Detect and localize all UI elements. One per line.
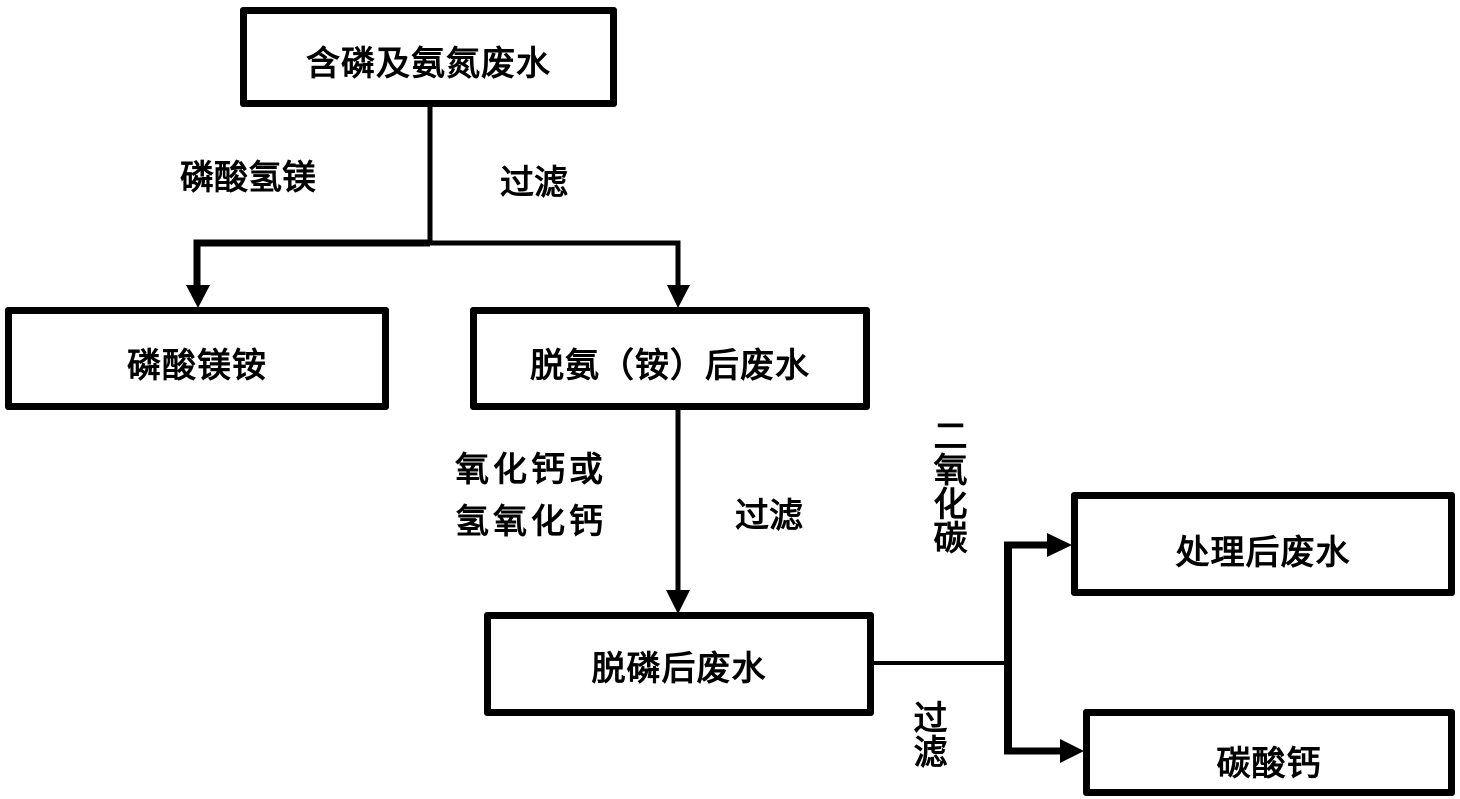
node-struvite-label: 磷酸镁铵 (127, 346, 267, 386)
edge-source-to-struvite (193, 239, 430, 290)
edge-label-filter-2: 过滤 (735, 496, 803, 536)
node-source-label: 含磷及氨氮废水 (306, 44, 551, 84)
arrowhead-dephosphorized (666, 590, 690, 614)
node-deammoniated-label: 脱氨（铵）后废水 (530, 346, 810, 386)
node-calcium-carbonate: 碳酸钙 (1083, 709, 1455, 796)
node-dephosphorized: 脱磷后废水 (484, 612, 874, 716)
edge-label-reagent-2-line2: 氢氧化钙 (455, 502, 607, 542)
node-treated: 处理后废水 (1071, 492, 1455, 596)
edge-label-reagent-2-line1: 氧化钙或 (455, 450, 607, 490)
node-treated-label: 处理后废水 (1175, 533, 1351, 573)
edge-source-to-deammoniated (430, 240, 681, 290)
arrowhead-calcium-carbonate (1060, 739, 1084, 763)
arrowhead-deammoniated (667, 285, 690, 308)
arrowhead-struvite (186, 285, 210, 308)
node-calcium-carbonate-label: 碳酸钙 (1216, 744, 1322, 784)
node-struvite: 磷酸镁铵 (5, 307, 389, 410)
arrowhead-treated (1047, 533, 1072, 557)
edge-label-filter-3: 过滤 (907, 700, 947, 768)
edge-label-reagent-1: 磷酸氢镁 (180, 158, 316, 198)
node-source: 含磷及氨氮废水 (240, 7, 617, 107)
edge-label-filter-1: 过滤 (500, 163, 568, 203)
node-dephosphorized-label: 脱磷后废水 (591, 649, 767, 689)
edge-label-reagent-3: 二氧化碳 (927, 418, 967, 554)
node-deammoniated: 脱氨（铵）后废水 (470, 307, 870, 410)
